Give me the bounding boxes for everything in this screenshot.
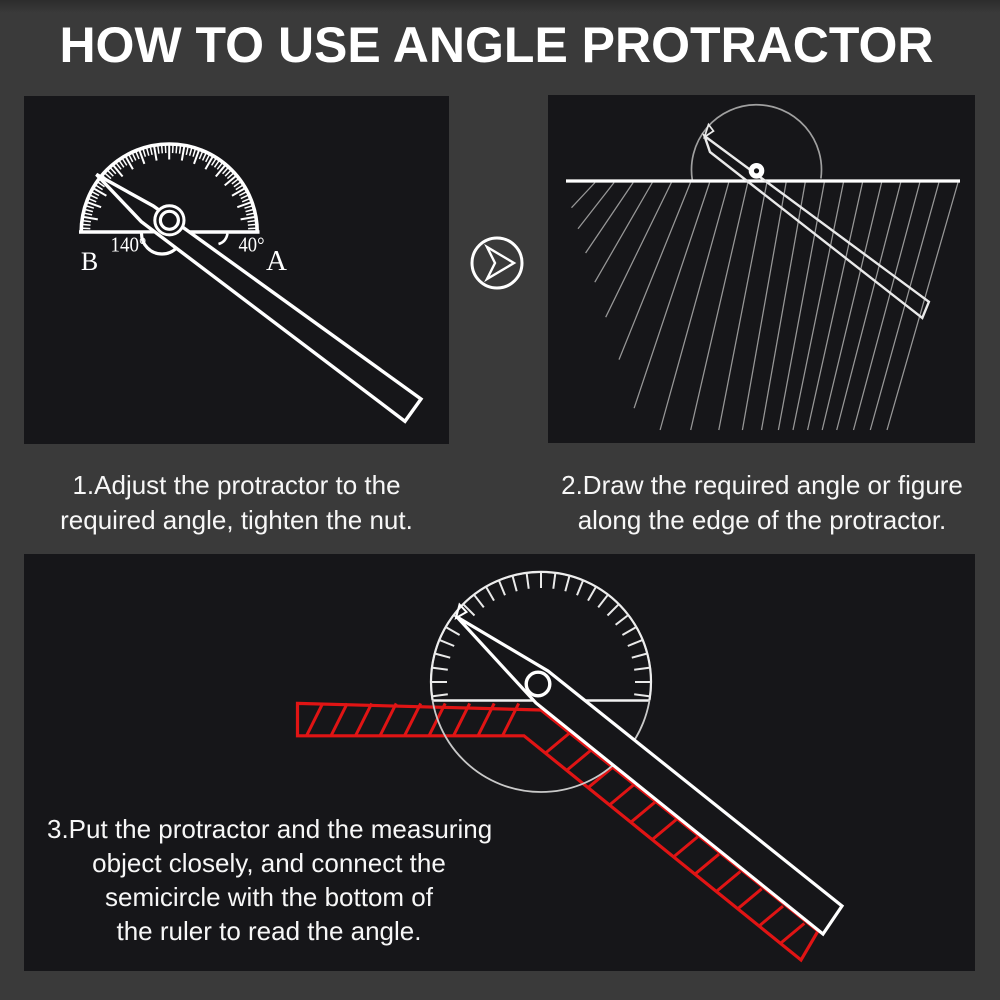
svg-text:40°: 40° [239, 233, 265, 257]
svg-text:B: B [81, 247, 98, 276]
svg-text:140°: 140° [111, 233, 147, 257]
svg-text:A: A [266, 245, 287, 277]
